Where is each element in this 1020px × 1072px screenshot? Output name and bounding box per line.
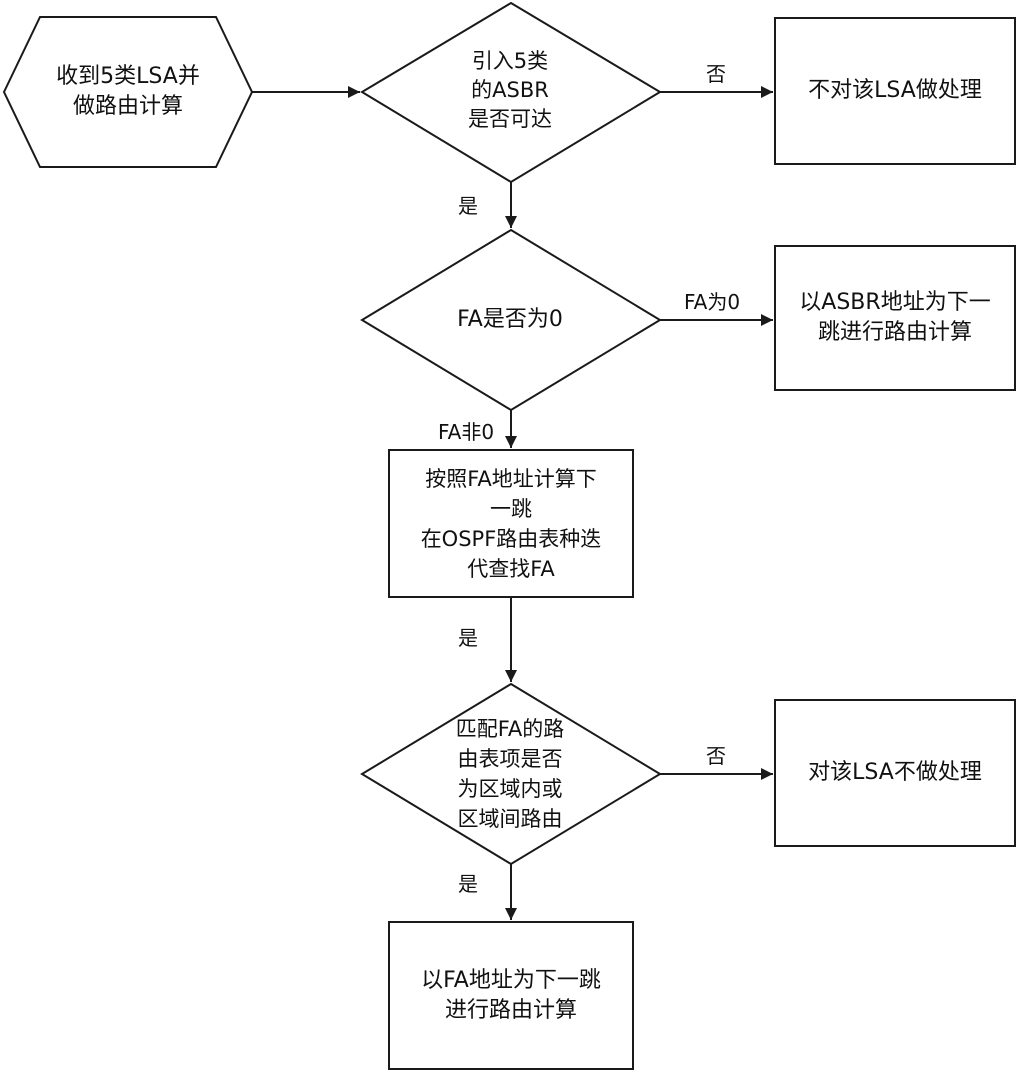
- edge-label-d1-no: 否: [706, 62, 726, 86]
- edge-label-d3-yes: 是: [458, 872, 478, 896]
- node-text-line: 在OSPF路由表种迭: [420, 526, 602, 551]
- node-text-line: 区域间路由: [457, 807, 563, 831]
- process-ignore-lsa-1: [774, 17, 1016, 165]
- process-ignore-lsa-2: [774, 699, 1016, 847]
- process-fa-nexthop-text: 以FA地址为下一跳进行路由计算: [389, 922, 633, 1069]
- node-text-line: 对该LSA不做处理: [808, 760, 982, 785]
- edge-label-p1-yes: 是: [458, 626, 478, 650]
- edge-label-d2-nonzero: FA非0: [438, 420, 495, 444]
- node-text-line: 的ASBR: [471, 77, 549, 102]
- process-asbr-nexthop-text: 以ASBR地址为下一跳进行路由计算: [775, 246, 1015, 390]
- node-text-line: 是否可达: [468, 106, 552, 131]
- node-text-line: 做路由计算: [72, 94, 183, 119]
- node-text-line: FA是否为0: [457, 307, 563, 332]
- decision-fa-zero-text: FA是否为0: [420, 290, 600, 350]
- node-text-line: 代查找FA: [467, 556, 555, 581]
- edge-label-d2-zero: FA为0: [684, 290, 741, 314]
- node-text-line: 进行路由计算: [444, 997, 577, 1023]
- node-text-line: 以FA地址为下一跳: [421, 967, 601, 993]
- node-text-line: 匹配FA的路: [455, 717, 565, 741]
- decision-asbr-reachable-text: 引入5类的ASBR 是否可达: [420, 30, 600, 150]
- edge-label-d3-no: 否: [706, 744, 726, 768]
- node-text-line: 以ASBR地址为下一: [799, 290, 991, 315]
- process-ignore-lsa-2-text: 对该LSA不做处理: [775, 700, 1015, 846]
- process-fa-nexthop: [388, 921, 634, 1070]
- process-lookup-fa-text: 按照FA地址计算下一跳在OSPF路由表种迭代查找FA: [389, 450, 633, 597]
- process-ignore-lsa-1-text: 不对该LSA做处理: [775, 18, 1015, 164]
- node-text-line: 引入5类: [471, 48, 549, 73]
- decision-fa-intra-inter-route-text: 匹配FA的路由表项是否为区域内或区域间路由: [420, 706, 600, 842]
- edge-label-d1-yes: 是: [458, 194, 478, 218]
- node-text-line: 一跳: [490, 496, 532, 521]
- node-text-line: 不对该LSA做处理: [808, 78, 982, 103]
- process-asbr-nexthop: [774, 245, 1016, 391]
- node-text-line: 为区域内或: [457, 777, 563, 801]
- node-text-line: 由表项是否: [457, 747, 563, 771]
- node-text-line: 跳进行路由计算: [817, 320, 972, 345]
- node-text-line: 按照FA地址计算下: [425, 466, 597, 491]
- start-text: 收到5类LSA并做路由计算: [40, 17, 216, 167]
- node-text-line: 收到5类LSA并: [56, 64, 200, 89]
